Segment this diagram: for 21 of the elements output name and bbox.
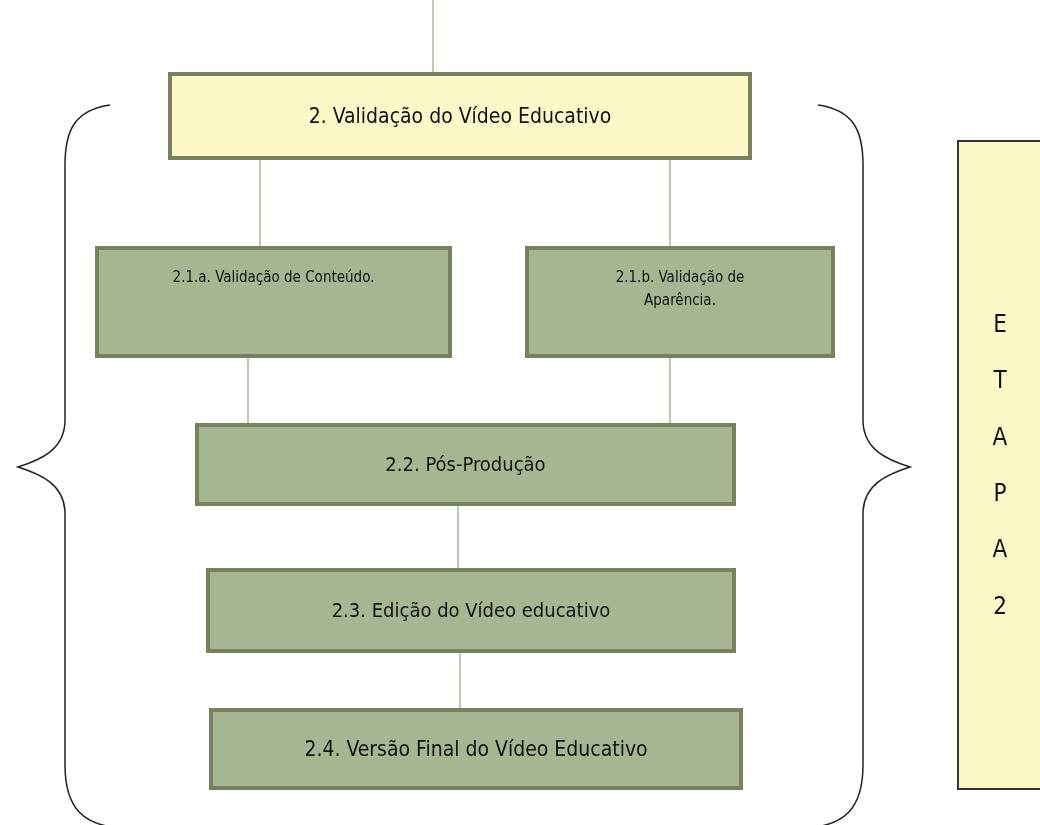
process-box	[525, 246, 835, 358]
box-label: 2.3. Edição do Vídeo educativo	[331, 597, 611, 624]
connector-line	[432, 0, 434, 73]
connector-line	[247, 357, 249, 424]
box-label: 2.4. Versão Final do Vídeo Educativo	[304, 735, 648, 763]
process-box	[195, 423, 736, 506]
connector-line	[457, 505, 459, 569]
box-label: 2.1.b. Validação de Aparência.	[614, 267, 746, 312]
connector-line	[259, 159, 261, 247]
connector-line	[459, 652, 461, 709]
process-box	[168, 72, 752, 160]
process-box	[95, 246, 452, 358]
process-box	[209, 708, 743, 790]
connector-line	[669, 357, 671, 424]
box-label: 2. Validação do Vídeo Educativo	[308, 102, 612, 130]
stage-box	[957, 140, 1040, 790]
connector-line	[669, 159, 671, 247]
box-label: 2.2. Pós-Produção	[385, 451, 546, 478]
process-box	[206, 568, 736, 653]
box-label: 2.1.a. Validação de Conteúdo.	[172, 267, 375, 288]
stage-label: ETAPA 2	[991, 308, 1009, 622]
